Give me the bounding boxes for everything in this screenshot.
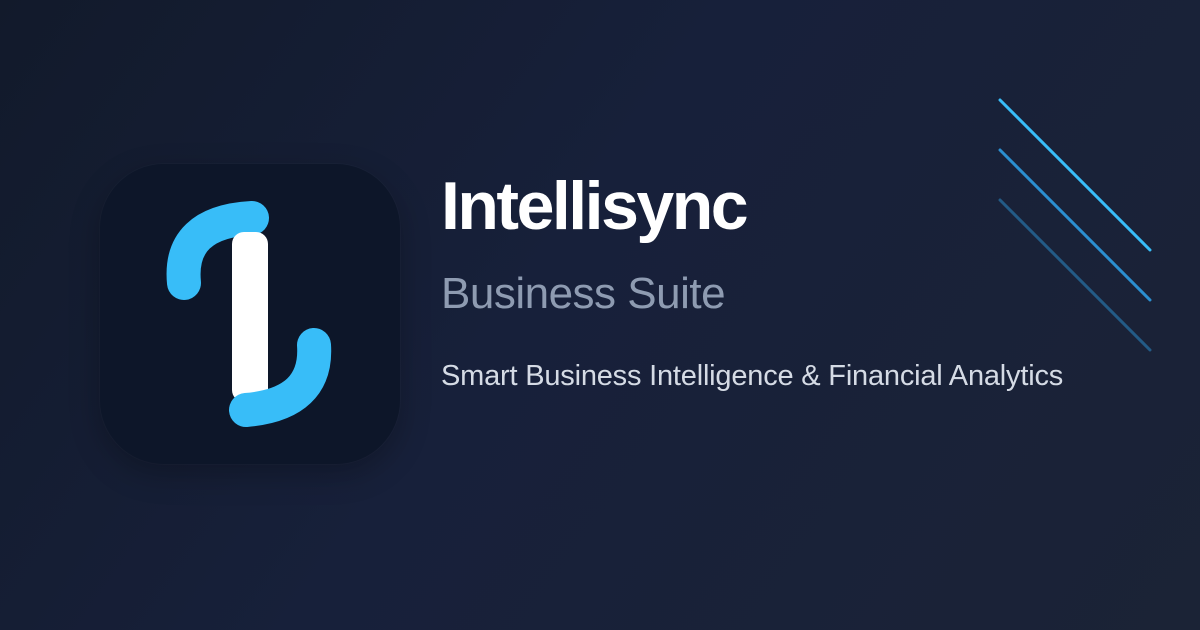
brand-text: Intellisync Business Suite Smart Busines… xyxy=(441,168,1161,394)
logo-stem xyxy=(232,232,268,402)
logo-lower-arc xyxy=(229,328,332,427)
diagonal-lines-icon xyxy=(998,98,1152,352)
app-logo xyxy=(100,164,400,464)
tagline: Smart Business Intelligence & Financial … xyxy=(441,360,1064,392)
intellisync-logo-icon xyxy=(166,201,332,427)
brand-title: Intellisync xyxy=(441,168,749,244)
deco-line-2 xyxy=(998,148,1152,302)
deco-line-3 xyxy=(998,198,1152,352)
product-subtitle: Business Suite xyxy=(441,269,726,318)
deco-line-1 xyxy=(998,98,1152,252)
logo-upper-arc xyxy=(166,201,269,300)
